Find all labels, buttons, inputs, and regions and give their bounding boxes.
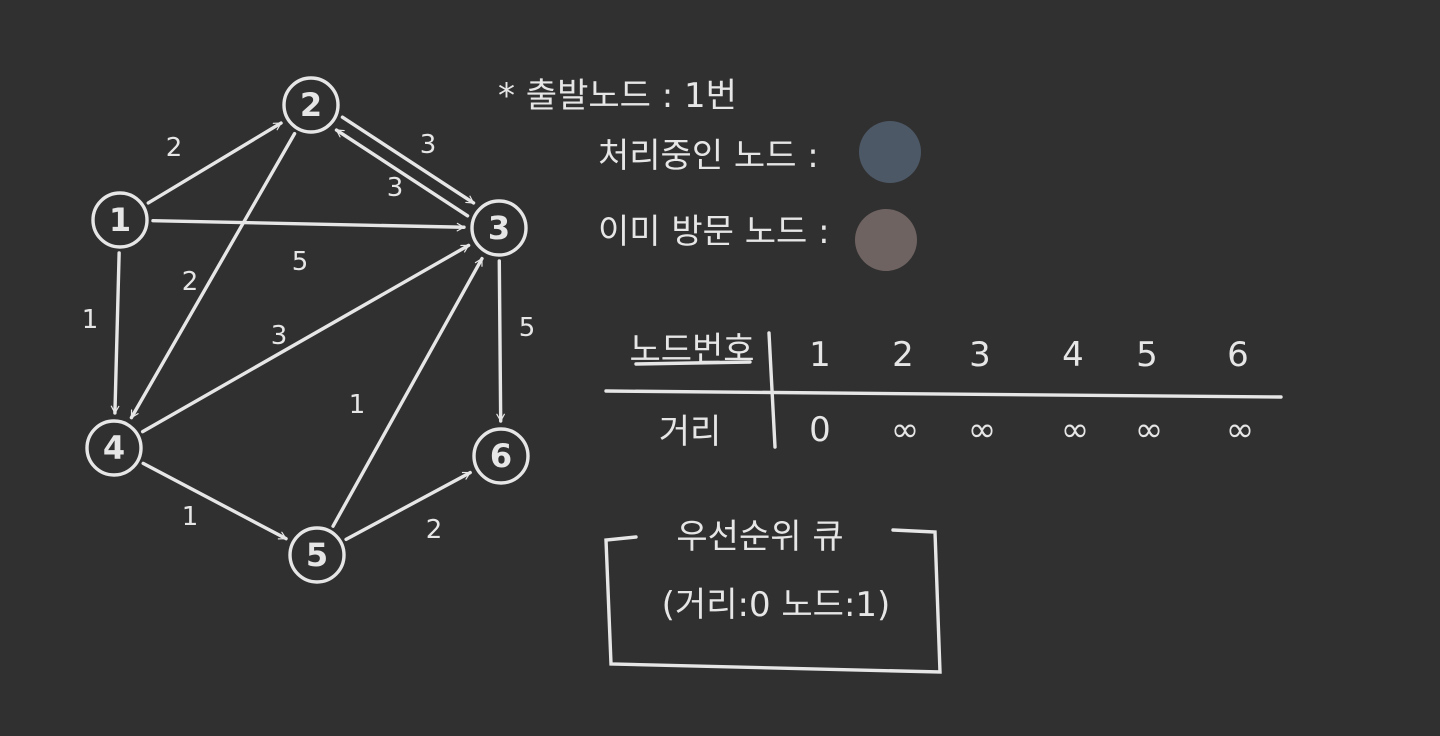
edge-weight-5-to-6: 2 bbox=[426, 515, 443, 545]
queue-frame bbox=[604, 528, 942, 674]
edge-1-to-3 bbox=[151, 218, 466, 232]
distance-cell-2: ∞ bbox=[891, 410, 919, 450]
start-node-label: * 출발노드 : 1번 bbox=[498, 76, 737, 116]
edge-1-to-4 bbox=[110, 251, 121, 415]
node-4-label: 4 bbox=[103, 429, 125, 467]
edge-2-to-4 bbox=[129, 131, 297, 420]
processing-node-label: 처리중인 노드 : bbox=[598, 136, 819, 176]
node-number-cell-3: 3 bbox=[969, 335, 991, 375]
distance-cell-4: ∞ bbox=[1061, 410, 1089, 450]
priority-queue-box: 우선순위 큐 (거리:0 노드:1) bbox=[604, 517, 942, 674]
node-number-cell-4: 4 bbox=[1062, 335, 1084, 375]
node-3-circle bbox=[470, 199, 528, 257]
node-2-label: 2 bbox=[300, 86, 322, 124]
node-1-circle bbox=[91, 191, 149, 249]
distance-cell-6: ∞ bbox=[1226, 410, 1254, 450]
distance-header: 거리 bbox=[659, 412, 722, 452]
node-number-cell-2: 2 bbox=[892, 335, 914, 375]
node-number-cell-1: 1 bbox=[809, 335, 831, 375]
edge-3-to-6 bbox=[496, 259, 505, 423]
distance-cell-1: 0 bbox=[809, 410, 831, 450]
queue-content: (거리:0 노드:1) bbox=[662, 585, 891, 625]
node-6-circle bbox=[472, 427, 530, 485]
node-5-label: 5 bbox=[306, 536, 328, 574]
edge-5-to-6 bbox=[344, 470, 472, 542]
edge-5-to-3 bbox=[331, 256, 484, 528]
node-5-circle bbox=[288, 526, 346, 584]
table-horizontal-rule bbox=[604, 389, 1283, 399]
processing-node-swatch bbox=[859, 121, 921, 183]
node-4-circle bbox=[85, 419, 143, 477]
node-2-circle bbox=[282, 76, 340, 134]
node-1-label: 1 bbox=[109, 201, 131, 239]
edge-weight-4-to-5: 1 bbox=[182, 502, 199, 532]
legend: * 출발노드 : 1번 처리중인 노드 : 이미 방문 노드 : bbox=[498, 76, 921, 271]
edge-weight-4-to-3: 3 bbox=[271, 321, 288, 351]
edge-weight-1-to-3: 5 bbox=[292, 247, 309, 277]
header-underline bbox=[634, 360, 752, 366]
edge-weight-3-to-6: 5 bbox=[519, 313, 536, 343]
edge-2-to-3 bbox=[340, 115, 476, 205]
node-number-cell-6: 6 bbox=[1227, 335, 1249, 375]
edge-weight-5-to-3: 1 bbox=[349, 390, 366, 420]
node-6-label: 6 bbox=[490, 437, 512, 475]
edge-4-to-5 bbox=[141, 461, 288, 541]
edge-3-to-2 bbox=[334, 128, 470, 218]
distance-cell-5: ∞ bbox=[1135, 410, 1163, 450]
edge-weight-1-to-4: 1 bbox=[82, 305, 99, 335]
edge-weight-1-to-2: 2 bbox=[166, 133, 183, 163]
edge-weight-2-to-3: 3 bbox=[420, 130, 437, 160]
table-vertical-rule bbox=[767, 331, 777, 449]
distance-cell-3: ∞ bbox=[968, 410, 996, 450]
edge-weight-2-to-4: 2 bbox=[182, 267, 199, 297]
edge-1-to-2 bbox=[146, 121, 283, 205]
visited-node-swatch bbox=[855, 209, 917, 271]
edge-weight-3-to-2: 3 bbox=[387, 173, 404, 203]
visited-node-label: 이미 방문 노드 : bbox=[598, 212, 830, 252]
node-3-label: 3 bbox=[488, 209, 510, 247]
queue-title: 우선순위 큐 bbox=[676, 517, 843, 557]
edge-4-to-3 bbox=[140, 243, 471, 434]
node-number-cell-5: 5 bbox=[1136, 335, 1158, 375]
